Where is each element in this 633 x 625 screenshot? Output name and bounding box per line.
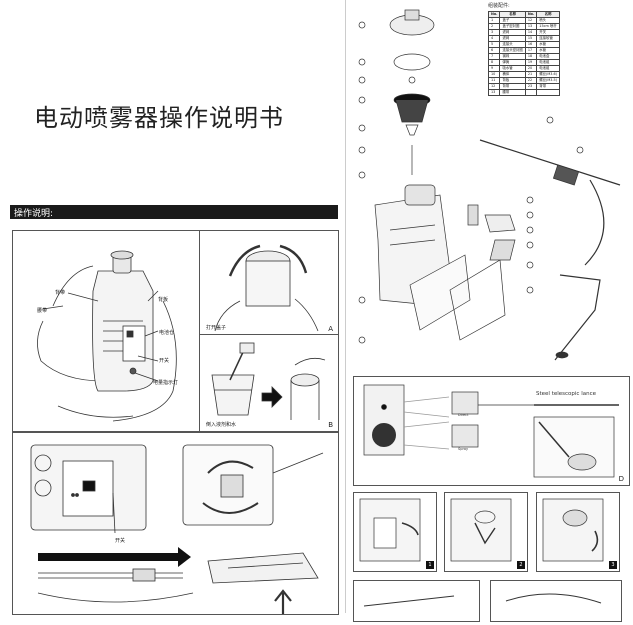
center-divider [345, 0, 346, 613]
step-panel-1: 1 [353, 492, 437, 572]
caption-open-lid: 打开盖子 [206, 325, 227, 331]
label-back: 背板 [158, 297, 169, 303]
nozzle-tag-direct: Direct [458, 413, 469, 417]
nozzle-options-illustration [363, 384, 619, 478]
pour-liquid-illustration [211, 342, 326, 420]
panel-pour-liquid: 倒入液剂和水 B [199, 334, 339, 432]
panel-letter-a: A [328, 325, 333, 333]
page-title: 电动喷雾器操作说明书 [34, 104, 284, 132]
label-battery: 电池仓 [159, 330, 175, 336]
parts-table-cell: 螺丝(M3.5) [536, 77, 561, 84]
bottom-right-illustration [505, 593, 602, 604]
step-number: 1 [426, 561, 434, 569]
section-header: 操作说明: [10, 205, 338, 219]
panel-switch-lance: 开关 [12, 432, 339, 615]
panel-nozzle-options: Steel telescopic lance Direct Spray D [353, 376, 630, 486]
panel-letter-d: D [618, 475, 624, 483]
label-strap: 背带 [55, 290, 66, 296]
panel-sprayer-overview: 背带 腰带 背板 电池仓 开关 电量指示灯 [12, 230, 201, 432]
step-3-illustration [542, 498, 604, 562]
panel-letter-b: B [328, 421, 333, 429]
nozzle-heading: Steel telescopic lance [536, 391, 596, 397]
panel-open-lid: 打开盖子 A [199, 230, 339, 336]
label-switch: 开关 [159, 358, 170, 364]
caption-pour: 倒入液剂和水 [206, 422, 237, 428]
section-header-label: 操作说明: [14, 209, 54, 219]
step-number: 2 [517, 561, 525, 569]
label-indicator: 电量指示灯 [153, 380, 179, 386]
bottom-panel-left [353, 580, 480, 622]
step-panel-3: 3 [536, 492, 620, 572]
parts-table-cell: 腰带 [499, 89, 526, 96]
bottom-left-illustration [363, 595, 455, 607]
sprayer-backpack-illustration [37, 250, 177, 422]
parts-table-cell: 15cm 喷杆 [536, 23, 561, 30]
open-lid-illustration [214, 244, 319, 332]
step-1-illustration [359, 498, 421, 562]
label-switch-detail: 开关 [115, 538, 126, 544]
parts-table-cell [524, 89, 538, 96]
exploded-view-illustration [358, 9, 621, 361]
switch-lance-illustration [30, 444, 324, 614]
bottom-panel-right [490, 580, 622, 622]
label-belt: 腰带 [37, 308, 48, 314]
step-number: 3 [609, 561, 617, 569]
parts-table-cell [536, 89, 561, 96]
parts-table-cell: 13 [487, 89, 501, 96]
nozzle-tag-spray: Spray [458, 447, 469, 451]
parts-table-cell: 连接头密封圈 [499, 47, 526, 54]
step-panel-2: 2 [444, 492, 528, 572]
exploded-parts-diagram [350, 0, 633, 372]
step-2-illustration [450, 498, 512, 562]
parts-table-title: 组装配件: [488, 3, 510, 9]
parts-table-cell: 螺丝(M3.6) [536, 71, 561, 78]
